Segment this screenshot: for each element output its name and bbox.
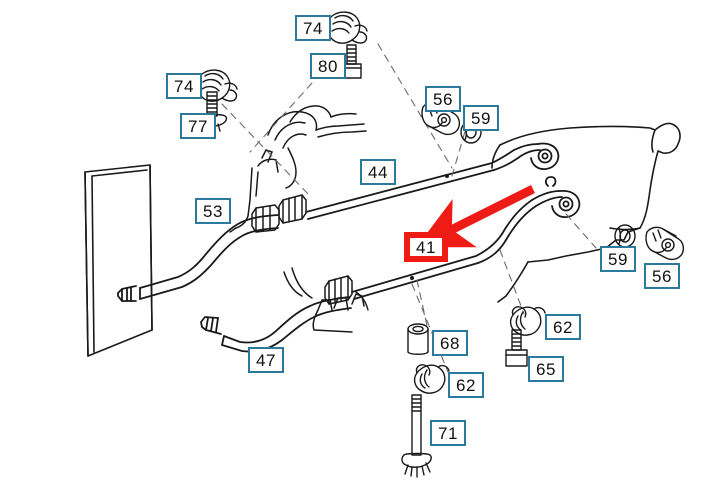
callout-label-text: 44 bbox=[368, 162, 388, 182]
union-nut-53 bbox=[251, 204, 280, 233]
callout-label-text: 74 bbox=[174, 76, 194, 96]
callout-label-text: 53 bbox=[203, 201, 223, 221]
callout-71[interactable]: 71 bbox=[430, 420, 466, 446]
callout-59-top[interactable]: 59 bbox=[463, 105, 499, 131]
callout-label-text: 62 bbox=[456, 375, 476, 395]
part-80-bolt bbox=[341, 44, 362, 79]
callout-label-text: 41 bbox=[416, 237, 436, 257]
callout-59-right[interactable]: 59 bbox=[600, 246, 636, 272]
highlight-arrow bbox=[416, 184, 536, 248]
callout-label-text: 74 bbox=[303, 18, 323, 38]
part-71-long-bolt bbox=[401, 394, 432, 478]
callout-77[interactable]: 77 bbox=[180, 113, 216, 139]
callout-label-text: 80 bbox=[318, 56, 338, 76]
oil-line-41 bbox=[351, 176, 581, 300]
engine-block bbox=[491, 122, 681, 303]
radiator-panel bbox=[84, 164, 153, 357]
part-56-right-banjo-bolt bbox=[645, 226, 685, 261]
part-62-lower-clamp bbox=[413, 364, 450, 394]
part-62-right-clamp bbox=[509, 306, 546, 336]
callout-label-text: 56 bbox=[652, 266, 672, 286]
part-65-bolt bbox=[505, 329, 528, 367]
callout-label-text: 62 bbox=[553, 317, 573, 337]
callout-80[interactable]: 80 bbox=[310, 53, 346, 79]
callout-label-text: 71 bbox=[438, 423, 458, 443]
center-manifold-detail bbox=[229, 105, 367, 233]
lower-center-detail bbox=[355, 291, 369, 311]
callout-47[interactable]: 47 bbox=[248, 347, 284, 373]
callout-label-text: 65 bbox=[536, 359, 556, 379]
callout-62-right[interactable]: 62 bbox=[545, 314, 581, 340]
part-59-right-ring bbox=[614, 224, 636, 248]
part-74-top-clip bbox=[326, 11, 368, 44]
part-68-sleeve bbox=[407, 323, 429, 355]
callout-label-text: 47 bbox=[256, 350, 276, 370]
callout-label-text: 56 bbox=[433, 89, 453, 109]
callout-label-text: 59 bbox=[471, 108, 491, 128]
callout-label-text: 77 bbox=[188, 116, 208, 136]
coolant-hose-47 bbox=[200, 296, 352, 353]
callout-68[interactable]: 68 bbox=[432, 330, 468, 356]
callout-65[interactable]: 65 bbox=[528, 356, 564, 382]
callout-74-top[interactable]: 74 bbox=[295, 15, 331, 41]
callout-62-lower[interactable]: 62 bbox=[448, 372, 484, 398]
oil-line-44 bbox=[305, 142, 560, 220]
center-lower-bracket bbox=[283, 267, 365, 333]
callout-label-text: 68 bbox=[440, 333, 460, 353]
callout-41[interactable]: 41 bbox=[404, 232, 448, 262]
callout-label-text: 59 bbox=[608, 249, 628, 269]
callout-44[interactable]: 44 bbox=[360, 159, 396, 185]
union-nut-44 bbox=[278, 194, 307, 224]
callout-56-top[interactable]: 56 bbox=[425, 86, 461, 112]
assembly-dashed-lines bbox=[221, 43, 597, 373]
callout-74-left[interactable]: 74 bbox=[166, 73, 202, 99]
callout-56-right[interactable]: 56 bbox=[644, 263, 680, 289]
callout-53[interactable]: 53 bbox=[195, 198, 231, 224]
